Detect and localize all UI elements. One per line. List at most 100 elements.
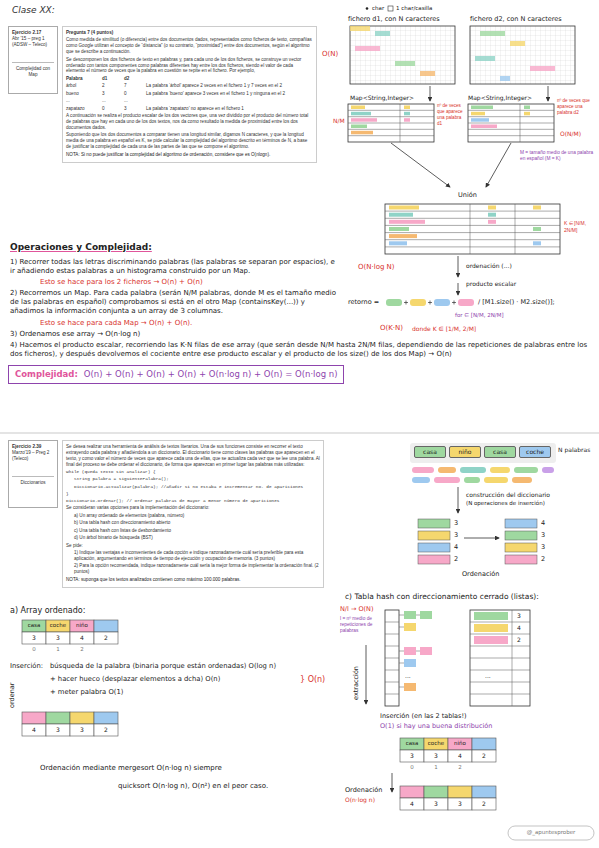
note-text: ... <box>485 672 491 680</box>
array-table <box>472 798 496 810</box>
table-cell: casa <box>400 740 424 747</box>
note-text: 1 char/casilla <box>396 5 432 12</box>
section-heading: c) Tabla hash con direccionamiento cerra… <box>345 592 539 602</box>
array-table <box>448 786 472 798</box>
exercise-box: Ejercicio 2.17Abr '15 – preg 1(ADSW – Te… <box>8 26 58 94</box>
complexity-note: nº de veces que aparece una palabra d1 <box>437 103 465 127</box>
map-table <box>471 118 489 122</box>
union-table <box>389 241 407 245</box>
map-table <box>404 118 410 122</box>
note-text: Map<String,Integer> <box>468 94 532 102</box>
table-cell: casa <box>22 622 46 629</box>
table-cell: 3 <box>22 634 46 642</box>
complexity-note: K ∈ [N/M, 2N/M] <box>564 220 596 233</box>
union-table <box>385 204 560 254</box>
array-table <box>472 738 496 750</box>
union-table <box>488 220 496 224</box>
note-text: (N operaciones de inserción) <box>466 500 545 507</box>
table-cell: 3 <box>541 543 545 551</box>
table-cell: 3 <box>400 752 424 760</box>
node-text: Suponiendo que los dos documentos a comp… <box>66 132 313 150</box>
note-text: extracción <box>352 666 360 700</box>
note-text: ordenar <box>8 683 16 708</box>
arrow <box>458 256 459 277</box>
node-text: NOTA: suponga que los textos analizados … <box>66 577 320 583</box>
note-text: / [M1.size() · M2.size()]; <box>478 298 555 306</box>
note-text: búsqueda de la palabra (binaria porque e… <box>50 662 276 671</box>
node-text: 7 <box>124 83 146 89</box>
hash-table <box>404 611 416 619</box>
word-pills <box>412 477 430 483</box>
complexity-note: nº de veces que aparece una palabra d2 <box>557 98 597 116</box>
map-table <box>351 125 367 129</box>
node-text: A continuación se realiza el producto es… <box>66 113 313 131</box>
table-cell: coche <box>424 740 448 747</box>
word-band <box>410 443 556 463</box>
word-pills <box>464 477 480 483</box>
table-cell: 2 <box>472 752 496 760</box>
array-table <box>22 632 46 644</box>
array-table <box>46 712 70 724</box>
node-text: c) Una tabla hash con listas de desborda… <box>66 528 320 534</box>
node-text: } <box>66 491 320 497</box>
node-text: árbol <box>66 83 102 89</box>
table-cell: 2 <box>94 726 118 734</box>
node-text: Palabra <box>66 76 102 82</box>
array-table <box>70 712 94 724</box>
count-stack <box>505 543 537 552</box>
word-pills <box>542 467 554 473</box>
hash-table <box>420 611 432 619</box>
node-text: Diccionario.ordenar(); // ordenar palabr… <box>66 498 320 504</box>
table-cell: 3 <box>424 800 448 808</box>
table-cell: niño <box>448 740 472 747</box>
node-text: 0 <box>124 91 146 97</box>
node-text: bueno <box>66 91 102 97</box>
node-text: La palabra ‘zapatazo’ no aparece en el f… <box>146 106 311 112</box>
array-table <box>424 750 448 762</box>
union-table <box>385 204 560 254</box>
section-heading: Operaciones y Complejidad: <box>10 242 152 254</box>
table-cell: 2 <box>472 800 496 808</box>
node-text: Abr '15 – preg 1 <box>12 36 54 42</box>
step-text: Esto se hace para los 2 ficheros → O(n) … <box>40 278 203 287</box>
arrow <box>548 86 549 101</box>
file-grid <box>395 61 415 66</box>
map-table <box>404 112 410 116</box>
node-text: Se desea realizar una herramienta de aná… <box>66 444 320 468</box>
hash-table <box>404 647 416 655</box>
word-box: niño <box>449 446 481 458</box>
table-cell: 3 <box>541 531 545 539</box>
table-cell: 4 <box>448 752 472 760</box>
arrow <box>366 645 367 704</box>
union-table <box>488 213 496 217</box>
formula-pills <box>386 299 474 306</box>
node-text: ... <box>124 98 146 104</box>
hash-table <box>420 647 432 655</box>
count-stack <box>418 519 537 564</box>
union-table <box>389 234 417 238</box>
map-table <box>348 104 434 142</box>
word-box: casa <box>414 446 446 458</box>
arrow <box>392 773 393 792</box>
count-stack <box>505 519 537 528</box>
map-table <box>351 106 365 110</box>
map-table <box>351 131 373 135</box>
note-text: Map<String,Integer> <box>350 94 414 102</box>
table-cell: 3 <box>46 726 70 734</box>
table-cell: 2 <box>541 555 545 563</box>
table-cell: 0 <box>22 646 46 653</box>
hash-table <box>404 683 416 691</box>
table-row: Palabrad1d2 <box>66 76 313 82</box>
node-text: La palabra ‘árbol’ aparece 2 veces en el… <box>146 83 311 89</box>
array-table <box>46 724 70 736</box>
array-table <box>22 620 46 632</box>
note-text: Ordenación mediante mergesort O(n·log n)… <box>40 764 222 773</box>
node-text: String palabra = siguientePalabra(); <box>66 476 320 482</box>
node-text: Complejidad con Map <box>12 62 54 78</box>
map-table <box>524 106 530 110</box>
table-cell: 3 <box>454 519 458 527</box>
word-pills <box>514 467 538 473</box>
table-row: bueno30La palabra ‘bueno’ aparece 3 vece… <box>66 91 313 97</box>
step-text: 3) Ordenamos ese array → O(n·log n) <box>10 330 140 339</box>
arrow <box>430 86 431 101</box>
